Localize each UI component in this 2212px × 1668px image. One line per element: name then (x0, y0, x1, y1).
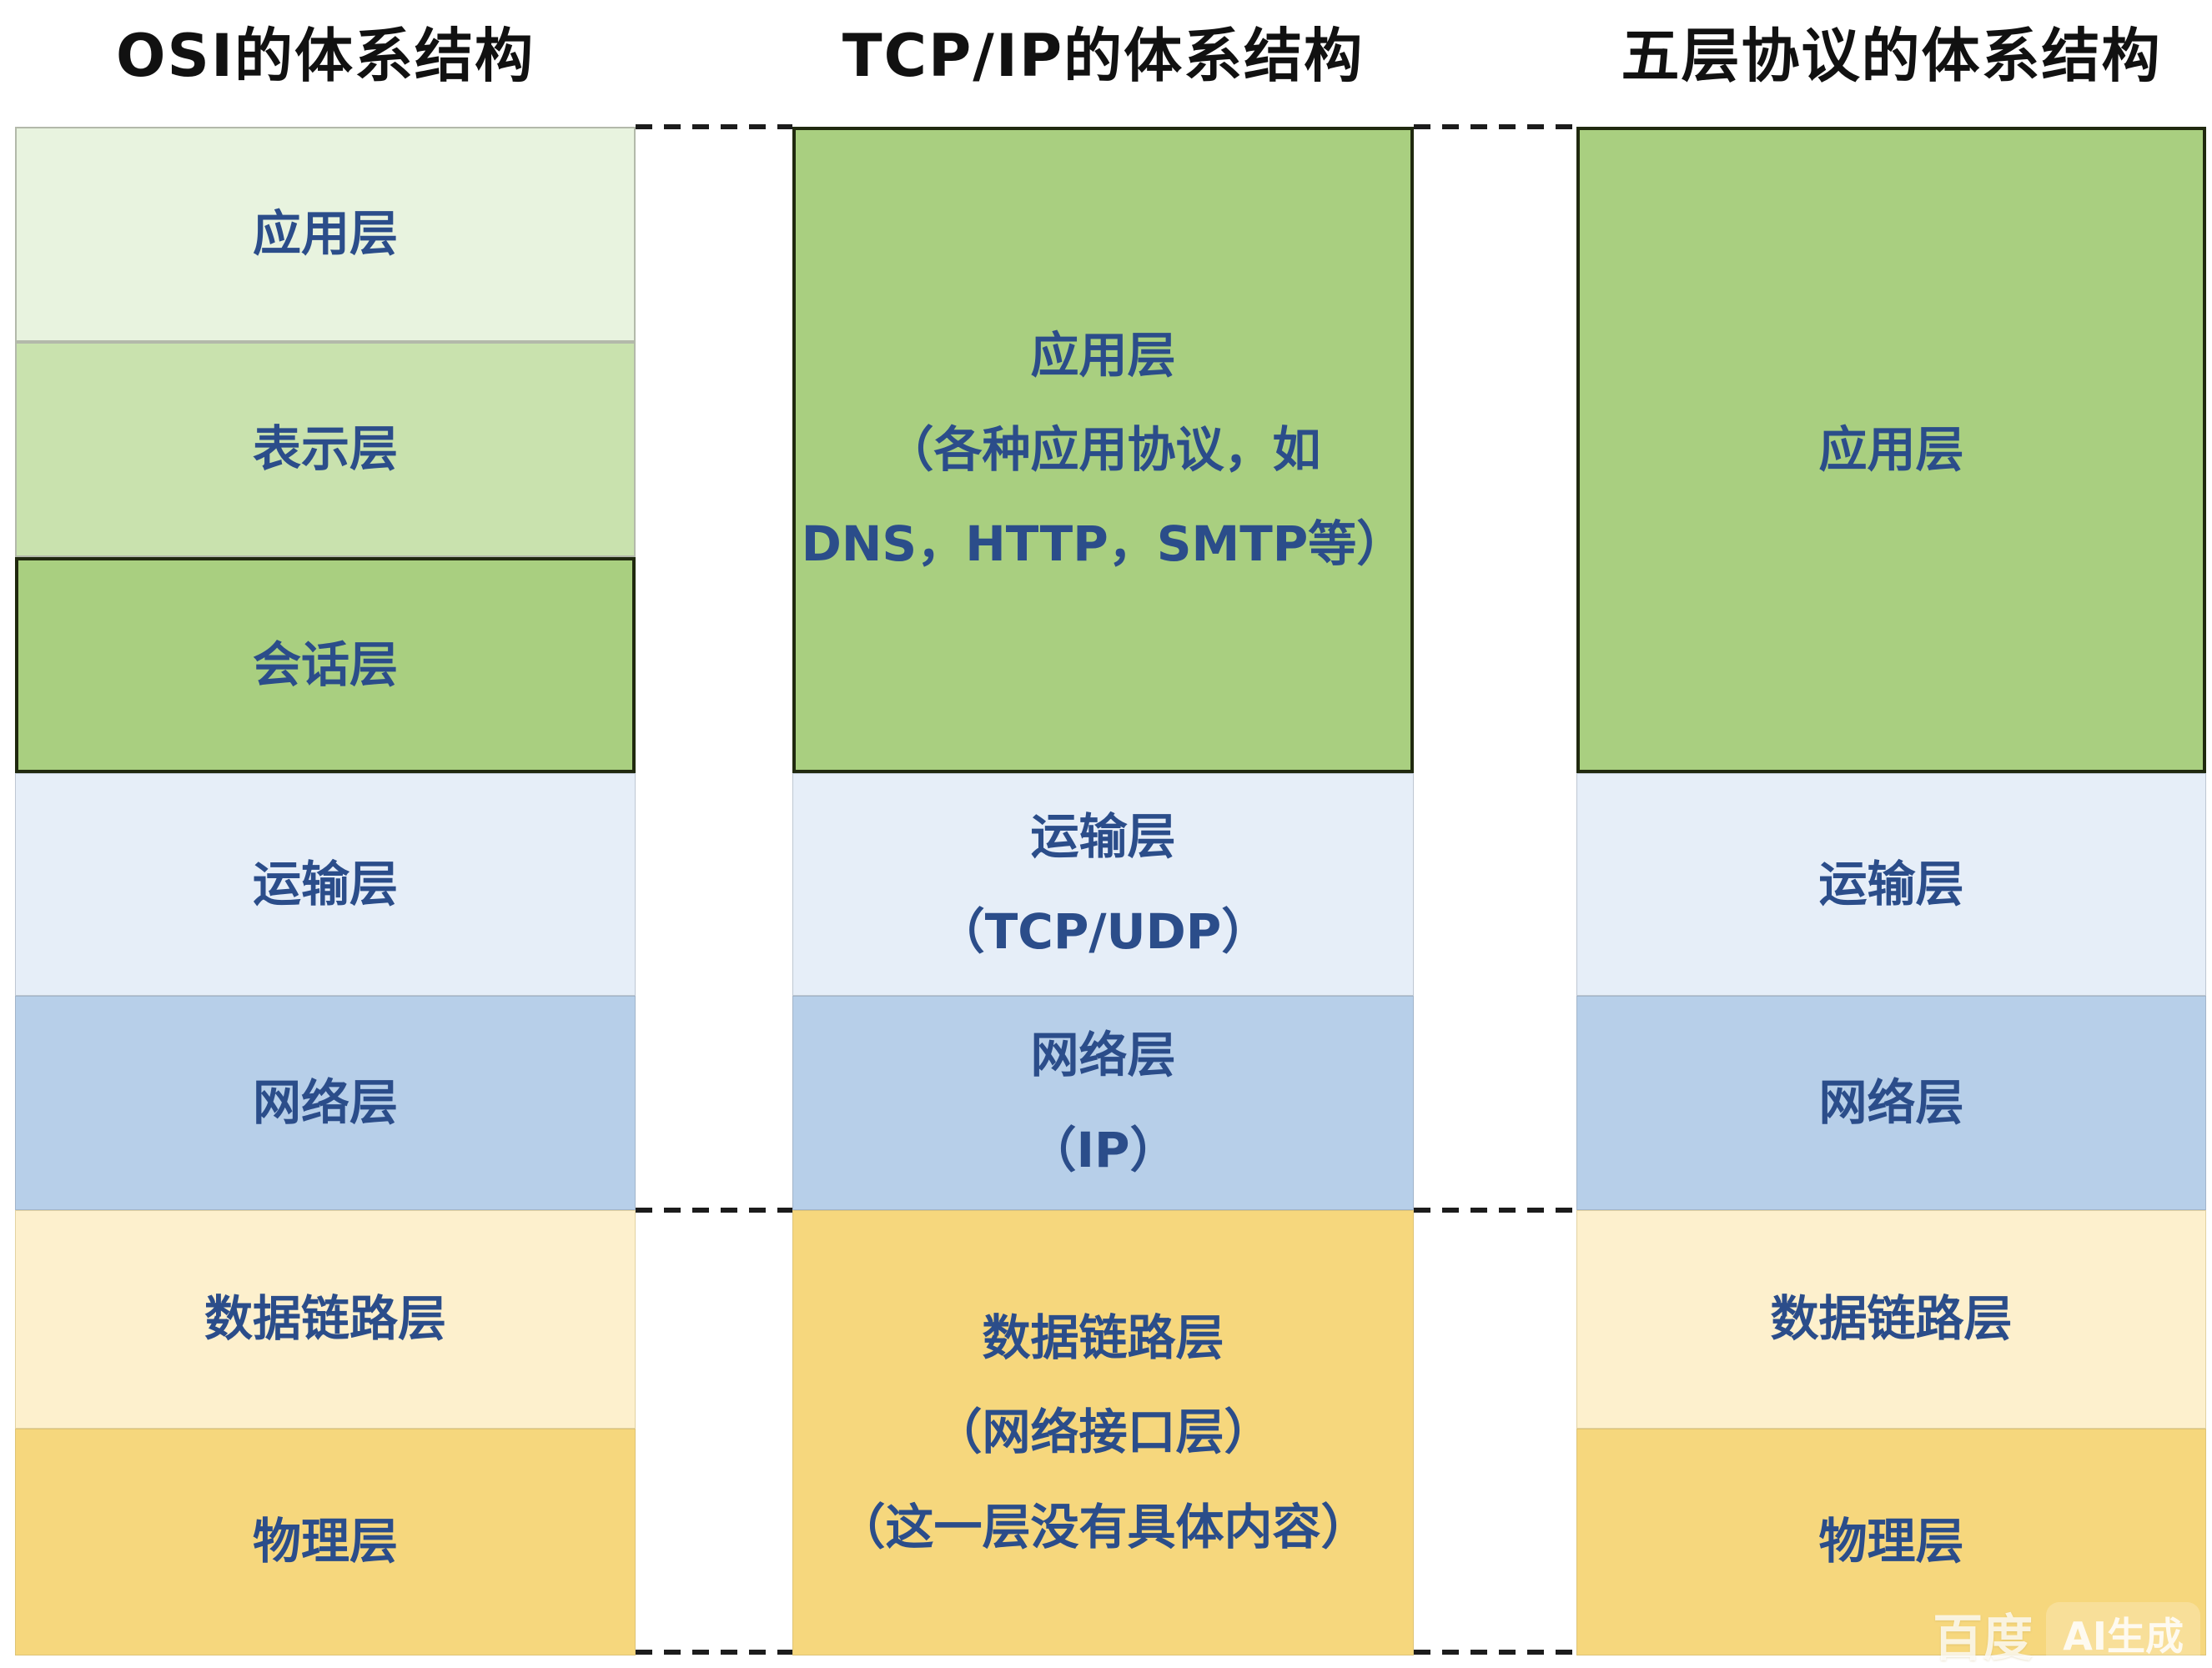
layer-label: 运输层 (1030, 808, 1176, 866)
dashed-connector-middle-left (636, 1208, 792, 1213)
osi-layer-session: 会话层 (15, 557, 636, 773)
tcpip-column: 应用层 （各种应用协议，如 DNS，HTTP，SMTP等） 运输层 （TCP/U… (792, 127, 1414, 1655)
layer-label: 应用层 (1818, 420, 1964, 478)
layer-sublabel: （网络接口层） (933, 1404, 1273, 1461)
layer-label: 表示层 (252, 420, 398, 478)
layer-sublabel: （这一层没有具体内容） (837, 1498, 1370, 1555)
layer-label: 数据链路层 (204, 1290, 446, 1348)
five-layer-transport: 运输层 (1576, 773, 2206, 996)
layer-sublabel: （TCP/UDP） (936, 902, 1270, 960)
tcpip-column-title: TCP/IP的体系结构 (842, 21, 1365, 90)
watermark-brand: 百度 (1933, 1610, 2034, 1668)
osi-layer-application: 应用层 (15, 127, 636, 342)
layer-sublabel: （IP） (1028, 1121, 1179, 1178)
tcpip-layer-application: 应用层 （各种应用协议，如 DNS，HTTP，SMTP等） (792, 127, 1414, 773)
five-layer-column: 应用层 运输层 网络层 数据链路层 物理层 (1576, 127, 2206, 1655)
layer-label: 网络层 (1818, 1073, 1964, 1131)
osi-layer-network: 网络层 (15, 996, 636, 1210)
layer-sublabel: （各种应用协议，如 (885, 420, 1321, 478)
watermark-ai-badge: AI生成 (2046, 1601, 2200, 1667)
layer-label: 网络层 (1030, 1027, 1176, 1084)
layer-label: 网络层 (252, 1073, 398, 1131)
dashed-connector-bottom-right (1414, 1650, 1576, 1655)
tcpip-layer-transport: 运输层 （TCP/UDP） (792, 773, 1414, 996)
osi-layer-transport: 运输层 (15, 773, 636, 996)
osi-column-title: OSI的体系结构 (116, 21, 535, 90)
layer-label: 应用层 (1030, 326, 1176, 384)
layer-label: 物理层 (252, 1513, 398, 1570)
osi-column: 应用层 表示层 会话层 运输层 网络层 数据链路层 物理层 (15, 127, 636, 1655)
tcpip-layer-network: 网络层 （IP） (792, 996, 1414, 1210)
layer-label: 会话层 (252, 636, 398, 693)
five-layer-data-link: 数据链路层 (1576, 1210, 2206, 1429)
layer-label: 物理层 (1818, 1513, 1964, 1570)
watermark: 百度 AI生成 (1933, 1598, 2200, 1668)
dashed-connector-top-right (1414, 124, 1576, 129)
tcpip-layer-network-interface: 数据链路层 （网络接口层） （这一层没有具体内容） (792, 1210, 1414, 1655)
dashed-connector-bottom-left (636, 1650, 792, 1655)
five-layer-application: 应用层 (1576, 127, 2206, 773)
five-layer-column-title: 五层协议的体系结构 (1621, 21, 2162, 90)
five-layer-physical: 物理层 (1576, 1429, 2206, 1655)
osi-layer-presentation: 表示层 (15, 342, 636, 557)
osi-layer-data-link: 数据链路层 (15, 1210, 636, 1429)
dashed-connector-top-left (636, 124, 792, 129)
dashed-connector-middle-right (1414, 1208, 1576, 1213)
layer-label: 数据链路层 (1770, 1290, 2013, 1348)
five-layer-network: 网络层 (1576, 996, 2206, 1210)
layer-label: 数据链路层 (982, 1309, 1224, 1367)
layer-label: 运输层 (252, 855, 398, 912)
layer-label: 运输层 (1818, 855, 1964, 912)
layer-label: 应用层 (252, 205, 398, 263)
layer-sublabel: DNS，HTTP，SMTP等） (801, 515, 1405, 573)
osi-layer-physical: 物理层 (15, 1429, 636, 1655)
